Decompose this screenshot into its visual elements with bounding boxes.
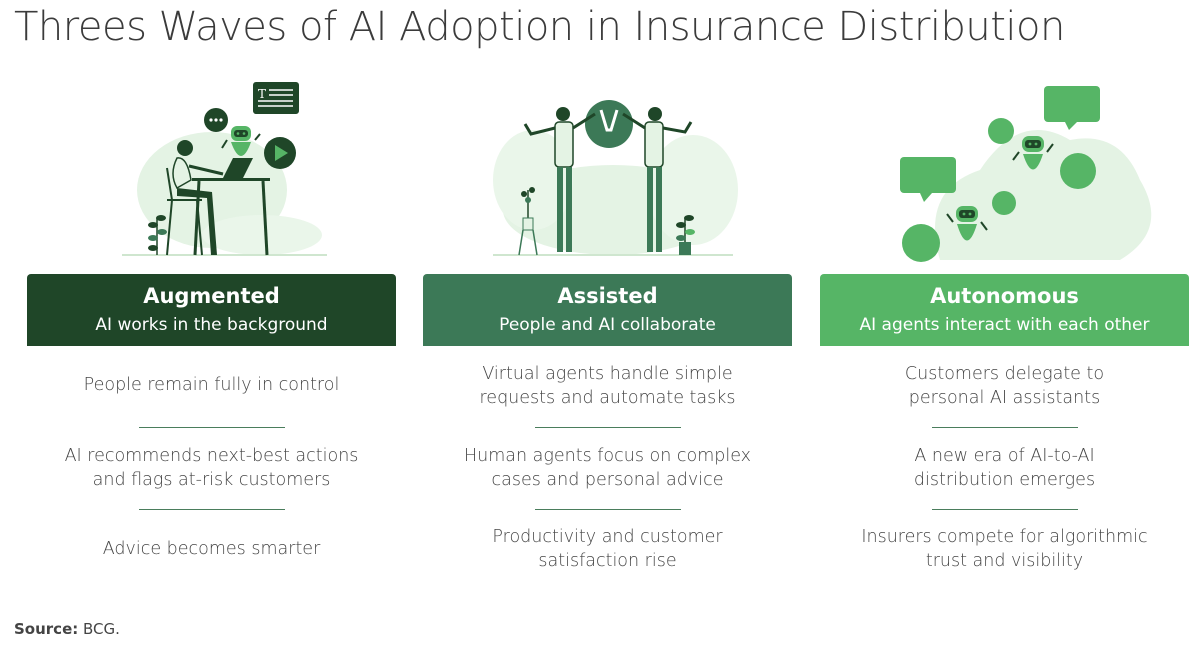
document-bubble-icon: T [253, 82, 299, 114]
assisted-illustration [493, 100, 738, 256]
augmented-illustration: T [122, 82, 327, 256]
robot-icon [946, 206, 988, 241]
bubble-icon [902, 224, 940, 262]
bubble-icon [992, 191, 1016, 215]
bubble-icon [1060, 153, 1096, 189]
divider [932, 427, 1078, 428]
source-note: Source: BCG. [14, 620, 120, 638]
plant-icon [518, 187, 538, 256]
wave-point: A new era of AI-to-AI distribution emerg… [913, 446, 1096, 490]
wave-point: Virtual agents handle simple requests an… [479, 364, 736, 408]
wave-subtitle: AI works in the background [95, 315, 328, 335]
plant-icon [148, 215, 167, 255]
svg-text:T: T [258, 87, 266, 101]
speech-bubble-icon [900, 157, 956, 202]
wave-point: Productivity and customer satisfaction r… [492, 527, 723, 571]
wave-name: Assisted [557, 284, 658, 308]
divider [932, 509, 1078, 510]
wave-point: Advice becomes smarter [102, 539, 321, 559]
wave-header: Augmented AI works in the background [27, 274, 396, 346]
divider [535, 509, 681, 510]
wave-point: Human agents focus on complex cases and … [463, 446, 752, 490]
chat-bubble-icon [204, 108, 228, 132]
source-value: BCG. [83, 620, 120, 638]
wave-point: Insurers compete for algorithmic trust a… [861, 527, 1148, 571]
robot-icon [221, 126, 261, 156]
wave-autonomous: Autonomous AI agents interact with each … [820, 70, 1189, 590]
wave-subtitle: People and AI collaborate [499, 315, 716, 335]
page-title: Threes Waves of AI Adoption in Insurance… [14, 4, 1065, 50]
play-icon [264, 137, 296, 169]
divider [139, 427, 285, 428]
plant-icon [676, 215, 695, 255]
wave-name: Augmented [143, 284, 280, 308]
wave-name: Autonomous [930, 284, 1079, 308]
wave-subtitle: AI agents interact with each other [859, 315, 1150, 335]
wave-assisted: Assisted People and AI collaborate Virtu… [423, 70, 792, 590]
bubble-icon [988, 118, 1014, 144]
handshake-icon [585, 100, 633, 148]
wave-header: Autonomous AI agents interact with each … [820, 274, 1189, 346]
wave-point: Customers delegate to personal AI assist… [904, 364, 1105, 408]
autonomous-illustration [900, 86, 1152, 262]
divider [535, 427, 681, 428]
wave-header: Assisted People and AI collaborate [423, 274, 792, 346]
wave-point: AI recommends next-best actions and flag… [64, 446, 359, 490]
source-label: Source: [14, 620, 79, 638]
wave-point: People remain fully in control [83, 375, 340, 395]
robot-icon [1012, 136, 1054, 170]
divider [139, 509, 285, 510]
speech-bubble-icon [1044, 86, 1100, 130]
wave-augmented: T [27, 70, 396, 590]
